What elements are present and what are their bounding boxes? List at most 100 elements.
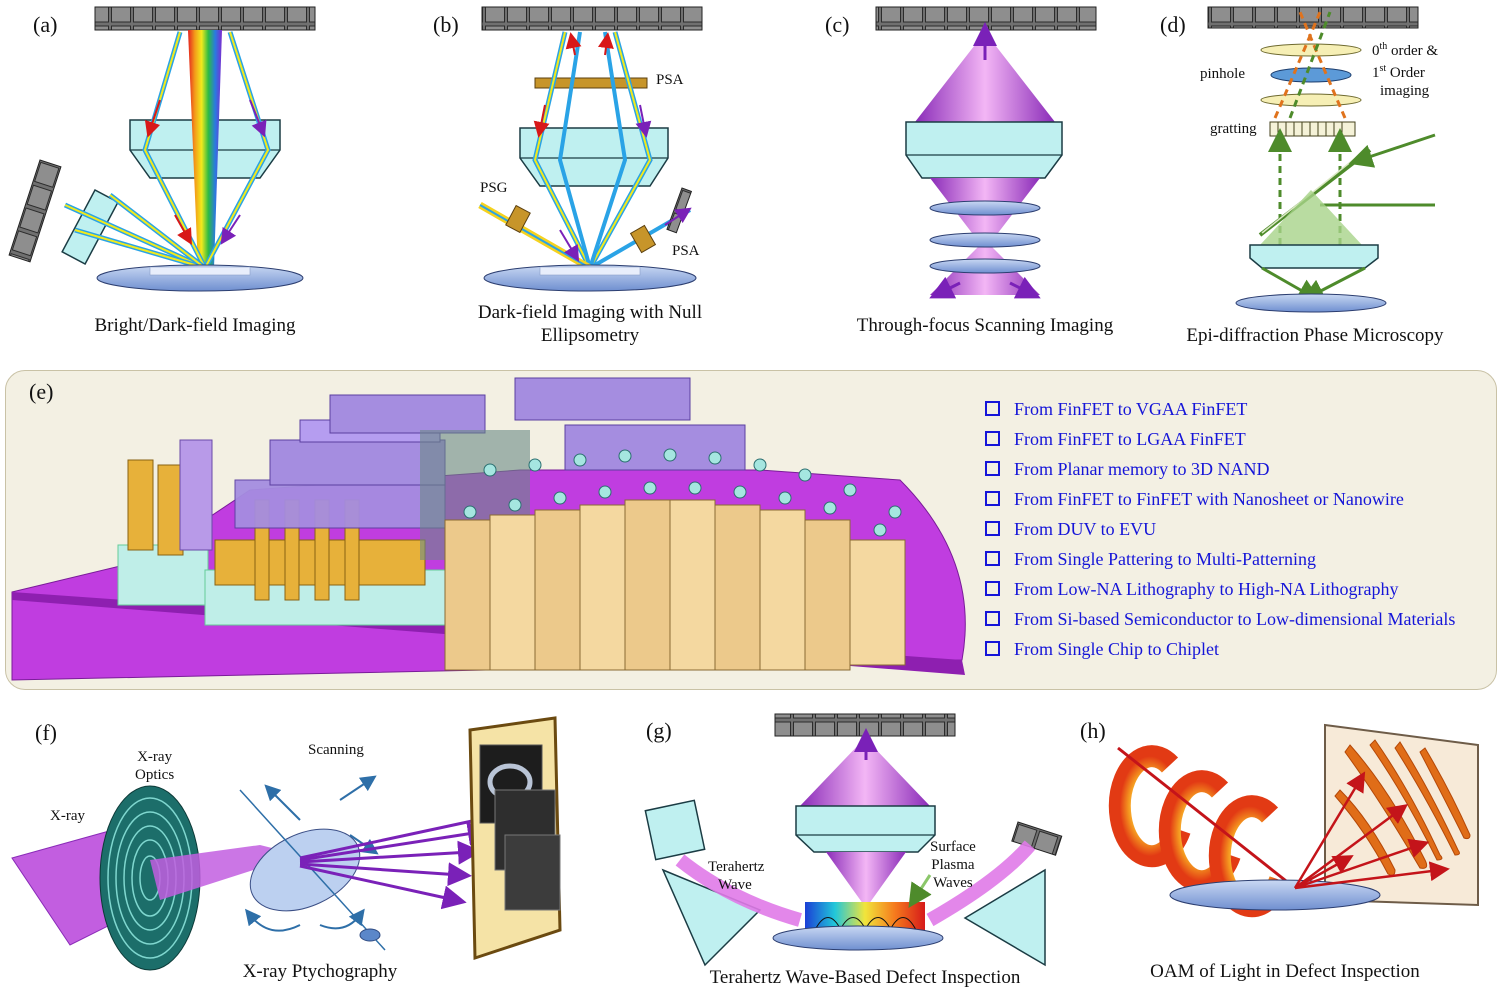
checkbox-icon [985,581,1000,597]
tilted-lens-a [61,188,119,266]
order1-sup: st [1379,63,1387,74]
list-item-text: From Single Pattering to Multi-Patternin… [1014,549,1316,569]
panel-e-label: (e) [29,379,54,404]
checkbox-icon [985,521,1000,537]
list-item: From Low-NA Lithography to High-NA Litho… [985,574,1455,604]
psa-top-label: PSA [656,72,684,88]
psa-top-plate [534,77,648,89]
checkbox-icon [985,431,1000,447]
camera-sensor-a [94,6,316,31]
checkbox-icon [985,641,1000,657]
tilted-camera-a [8,159,62,263]
list-item: From Single Chip to Chiplet [985,634,1455,664]
panel-f-caption: X-ray Ptychography [242,961,398,982]
order0-label: 0 [1372,43,1380,59]
surface-plasma-label: Surface Plasma Waves [930,838,976,892]
checkbox-icon [985,401,1000,417]
spw-line2: Plasma [931,857,975,873]
panel-g-label: (g) [646,718,672,743]
order-label: 0th order & 1st Order imaging [1372,38,1438,100]
panel-c-label: (c) [825,12,850,37]
objective-lens-d [1249,244,1379,269]
psa-side-label: PSA [672,243,700,259]
panel-g-caption: Terahertz Wave-Based Defect Inspection [709,967,1021,988]
list-item-text: From FinFET to FinFET with Nanosheet or … [1014,489,1404,509]
xray-label: X-ray [50,808,85,824]
order0-rest: order & [1387,43,1439,59]
center-beam-a [188,30,222,268]
list-item-text: From FinFET to VGAA FinFET [1014,399,1248,419]
tilted-source-g [644,799,706,861]
panel-b-caption-line1: Dark-field Imaging with Null [477,302,703,323]
list-item-text: From Planar memory to 3D NAND [1014,459,1270,479]
checkbox-icon [985,491,1000,507]
xray-optics-line2: Optics [135,767,175,783]
list-item: From DUV to EVU [985,514,1455,544]
checkbox-icon [985,551,1000,567]
wafer-h [1169,879,1381,911]
gratting-label: gratting [1210,121,1257,137]
list-item: From FinFET to VGAA FinFET [985,394,1455,424]
xray-optics-label: X-ray Optics [135,748,174,784]
pinhole-label: pinhole [1200,66,1245,82]
panel-c-caption: Through-focus Scanning Imaging [856,315,1114,336]
wafer-c1 [929,200,1041,216]
list-item-text: From Single Chip to Chiplet [1014,639,1220,659]
psg-label: PSG [480,180,508,196]
list-item: From Planar memory to 3D NAND [985,454,1455,484]
list-item: From FinFET to FinFET with Nanosheet or … [985,484,1455,514]
panel-h-diagram [1108,723,1479,918]
list-item: From Single Pattering to Multi-Patternin… [985,544,1455,574]
nand-stacks [444,499,906,671]
camera-sensor-c [875,6,1097,31]
wafer-c3 [929,258,1041,274]
camera-sensor-b [481,6,703,31]
checkbox-icon [985,461,1000,477]
terahertz-line2: Wave [718,877,752,893]
panel-e-illustration [11,377,966,681]
objective-lens-c [905,121,1063,179]
list-item-text: From DUV to EVU [1014,519,1157,539]
scanning-label: Scanning [308,742,364,758]
panel-c-diagram [875,6,1097,299]
list-item: From Si-based Semiconductor to Low-dimen… [985,604,1455,634]
spw-line1: Surface [930,839,976,855]
panel-b-caption: Dark-field Imaging with Null Ellipsometr… [440,301,740,347]
imaging-label: imaging [1380,83,1430,99]
panel-g-diagram [644,713,1063,967]
wafer-c2 [929,232,1041,248]
xray-optics-line1: X-ray [137,749,173,765]
list-item-text: From Si-based Semiconductor to Low-dimen… [1014,609,1456,629]
camera-sensor-g [774,713,956,737]
field-map-g [805,902,925,930]
camera-sensor-d [1207,6,1419,29]
panel-a-label: (a) [33,12,58,37]
sample-f [249,828,361,912]
list-item-text: From FinFET to LGAA FinFET [1014,429,1246,449]
panel-h-caption: OAM of Light in Defect Inspection [1150,961,1420,982]
panel-a-caption: Bright/Dark-field Imaging [94,315,296,336]
spw-line3: Waves [933,875,973,891]
wafer-b [483,264,697,292]
psa-side-plate [629,224,657,254]
list-item-text: From Low-NA Lithography to High-NA Litho… [1014,579,1399,599]
order1-rest: Order [1386,65,1425,81]
terahertz-label: Terahertz Wave [708,858,764,894]
pinhole-plate [1270,67,1352,83]
terahertz-line1: Terahertz [708,859,765,875]
panel-f-diagram [11,716,562,971]
panel-f-label: (f) [35,720,57,745]
checkbox-icon [985,611,1000,627]
panel-a-diagram [8,6,316,292]
trend-list: From FinFET to VGAA FinFET From FinFET t… [985,394,1455,664]
list-item: From FinFET to LGAA FinFET [985,424,1455,454]
psg-plate [505,204,531,234]
panel-d-label: (d) [1160,12,1186,37]
prism-right [963,868,1046,967]
objective-lens-g [795,805,936,853]
panel-b-caption-line2: Ellipsometry [540,325,640,346]
panel-h-label: (h) [1080,718,1106,743]
order1-label: 1 [1372,65,1380,81]
wafer-g [772,925,944,951]
